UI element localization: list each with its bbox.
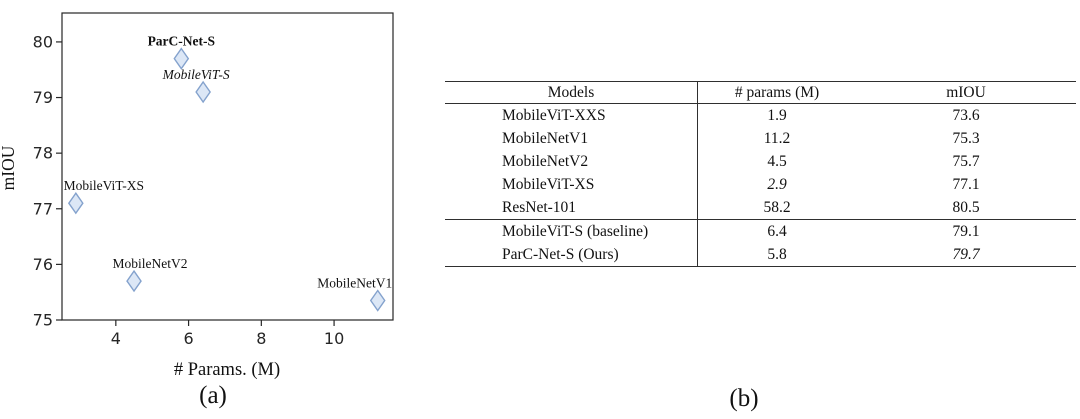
column-header: # params (M) [697,81,856,104]
table-row: MobileViT-S (baseline) 6.4 79.1 [445,219,1076,243]
y-axis-label: mIOU [0,145,18,190]
column-header: mIOU [856,81,1076,104]
params-cell: 2.9 [767,175,787,193]
y-tick-label: 79 [33,88,53,107]
y-tick-label: 78 [33,144,53,163]
miou-cell: 75.3 [952,129,980,147]
data-point-label: MobileViT-S [162,67,230,82]
data-point-marker [67,191,84,215]
x-tick-label: 4 [111,329,121,348]
miou-cell: 77.1 [952,175,980,193]
x-axis-label: # Params. (M) [174,360,280,380]
model-cell: MobileViT-XXS [445,103,698,127]
miou-cell: 79.7 [856,243,1076,267]
model-cell: MobileViT-S (baseline) [445,219,698,243]
model-cell: ResNet-101 [445,196,698,220]
params-cell: 4.5 [767,152,787,170]
model-cell: ParC-Net-S (Ours) [445,243,698,267]
table-row: MobileViT-XXS 1.9 73.6 [445,103,1076,127]
params-cell: 1.9 [767,106,787,124]
miou-cell: 79.1 [952,222,980,240]
table-row: MobileNetV1 11.2 75.3 [445,127,1076,150]
table-header-row: Models# params (M)mIOU [445,81,1076,104]
x-tick-label: 6 [183,329,193,348]
params-cell: 6.4 [767,222,787,240]
table-row: MobileNetV2 4.5 75.7 [445,150,1076,173]
data-point-label: MobileNetV1 [317,276,392,291]
model-cell: MobileNetV2 [445,150,698,173]
y-tick-label: 80 [33,32,53,51]
model-cell: MobileViT-XS [445,173,698,196]
table-row: MobileViT-XS 2.9 77.1 [445,173,1076,196]
data-point-marker [195,80,211,104]
scatter-plot: 75 76 77 78 79 80 4 6 8 10 mIOU # Params. (M) Mobile… [0,12,394,380]
y-tick-label: 76 [33,255,53,274]
params-cell: 5.8 [697,243,856,267]
model-cell: MobileNetV1 [445,127,698,150]
x-tick-label: 10 [324,329,344,348]
miou-cell: 75.7 [952,152,980,170]
column-header: Models [445,81,698,104]
y-tick-label: 77 [33,199,53,218]
results-table: Models# params (M)mIOU MobileViT-XXS 1.9 7… [445,81,1076,267]
miou-cell: 73.6 [952,106,980,124]
data-point-label: MobileViT-XS [64,178,144,193]
plot-frame [61,12,394,321]
data-point-label: ParC-Net-S [148,34,215,49]
caption-a: (a) [199,382,227,409]
miou-cell: 80.5 [856,196,1076,220]
params-cell: 11.2 [763,129,791,147]
params-cell: 58.2 [697,196,856,220]
data-point-marker [126,269,142,293]
data-point-label: MobileNetV2 [113,256,188,271]
caption-b: (b) [729,385,759,412]
data-point-marker [173,47,190,70]
x-tick-label: 8 [256,329,266,348]
y-tick-label: 75 [33,311,53,330]
data-point-marker [369,289,386,312]
